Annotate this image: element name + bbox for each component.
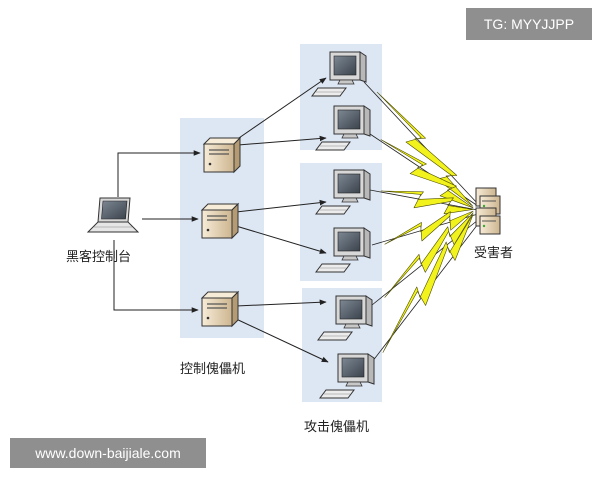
desktop-computer-icon <box>315 227 371 273</box>
label-control-zombies: 控制傀儡机 <box>180 362 246 377</box>
edge-c3-a5 <box>235 299 327 307</box>
desktop-computer-icon <box>317 295 373 341</box>
lightning-bolt-5 <box>384 212 474 298</box>
server-stack-icon <box>475 187 501 235</box>
watermark-top: TG: MYYJJPP <box>466 8 592 40</box>
edge-console-c1 <box>117 150 201 197</box>
attack-line-a1 <box>363 81 479 205</box>
server-tower-icon <box>200 290 240 328</box>
desktop-computer-icon <box>315 105 371 151</box>
server-tower-icon <box>200 202 240 240</box>
edge-c1-a1 <box>235 77 327 141</box>
server-tower-icon <box>202 136 242 174</box>
label-hacker-console: 黑客控制台 <box>66 250 132 265</box>
lightning-bolt-1 <box>376 91 474 207</box>
desktop-computer-icon <box>315 169 371 215</box>
lightning-bolt-4 <box>384 210 474 245</box>
desktop-computer-icon <box>311 51 367 97</box>
desktop-computer-icon <box>319 353 375 399</box>
lightning-bolt-2 <box>380 139 474 209</box>
edge-c2-a4 <box>235 225 327 254</box>
laptop-icon <box>86 197 140 233</box>
edge-console-c3 <box>113 240 199 313</box>
lightning-bolt-3 <box>380 190 474 215</box>
watermark-bottom: www.down-baijiale.com <box>10 438 206 468</box>
label-victim: 受害者 <box>474 246 514 261</box>
edge-c3-a6 <box>233 317 329 363</box>
edge-c1-a2 <box>237 135 327 146</box>
edge-c2-a3 <box>235 199 327 213</box>
lightning-bolt-6 <box>382 214 474 353</box>
label-attack-zombies: 攻击傀儡机 <box>304 420 370 435</box>
